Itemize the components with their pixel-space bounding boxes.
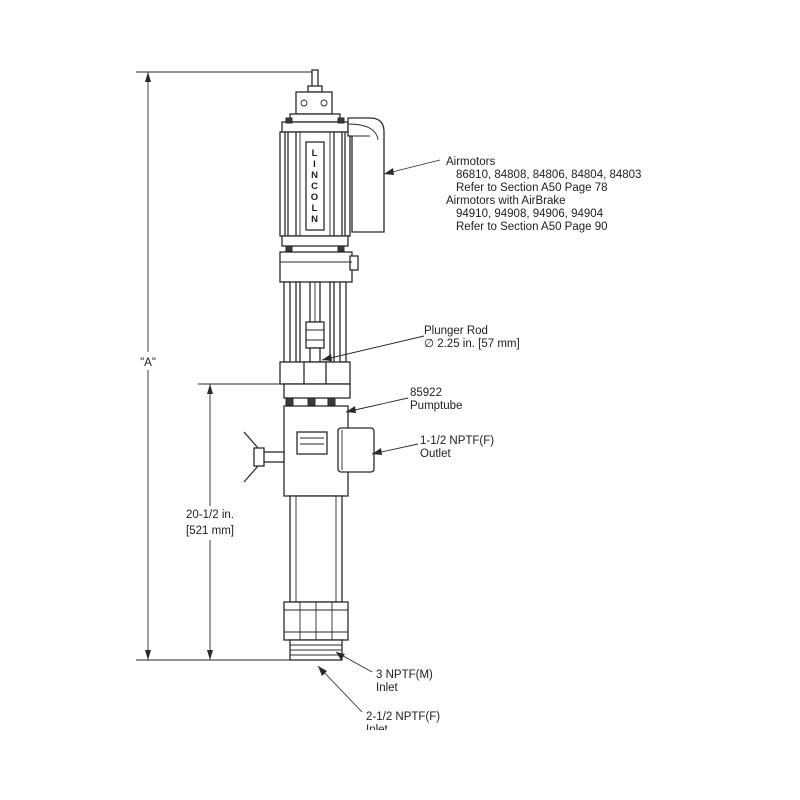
leader-lines bbox=[317, 159, 441, 713]
airmotors-reference: Refer to Section A50 Page 78 bbox=[456, 182, 608, 194]
brand-letter: O bbox=[311, 192, 319, 203]
callout-plunger-rod: Plunger Rod ∅ 2.25 in. [57 mm] bbox=[424, 325, 520, 350]
brand-letter: L bbox=[312, 203, 319, 214]
airbrake-reference: Refer to Section A50 Page 90 bbox=[456, 221, 608, 233]
dimension-a: "A" bbox=[128, 71, 312, 661]
brand-letter: C bbox=[311, 181, 319, 192]
airmotors-models: 86810, 84808, 84806, 84804, 84803 bbox=[456, 169, 641, 181]
plunger-rod-size: ∅ 2.25 in. [57 mm] bbox=[424, 338, 520, 350]
pump-tube bbox=[283, 495, 349, 661]
pumptube-dim-line1: 20-1/2 in. bbox=[186, 509, 234, 521]
airmotors-title: Airmotors bbox=[446, 156, 495, 168]
pumptube-dim-line2: [521 mm] bbox=[186, 525, 234, 537]
pump-outlet-body bbox=[243, 405, 375, 497]
outlet-size: 1-1/2 NPTF(F) bbox=[420, 435, 494, 447]
dimension-a-label: "A" bbox=[140, 357, 156, 369]
dimension-pumptube: 20-1/2 in. [521 mm] bbox=[176, 383, 284, 661]
brand-letter: N bbox=[311, 170, 319, 181]
callout-outlet: 1-1/2 NPTF(F) Outlet bbox=[420, 435, 494, 460]
callout-pumptube: 85922 Pumptube bbox=[410, 387, 462, 412]
inlet-male-size: 3 NPTF(M) bbox=[376, 669, 433, 681]
brand-letter: N bbox=[311, 214, 319, 225]
airbrake-title: Airmotors with AirBrake bbox=[446, 195, 566, 207]
outlet-title: Outlet bbox=[420, 448, 451, 460]
callout-inlet-male: 3 NPTF(M) Inlet bbox=[376, 669, 433, 694]
plunger-rod-title: Plunger Rod bbox=[424, 325, 488, 337]
yoke-assembly bbox=[279, 251, 359, 406]
inlet-female-size: 2-1/2 NPTF(F) bbox=[366, 711, 440, 723]
callout-airmotors: Airmotors 86810, 84808, 84806, 84804, 84… bbox=[446, 156, 641, 233]
pumptube-title: Pumptube bbox=[410, 400, 462, 412]
brand-letter: L bbox=[312, 148, 319, 159]
brand-letter: I bbox=[313, 159, 317, 170]
inlet-male-title: Inlet bbox=[376, 682, 399, 694]
airbrake-models: 94910, 94908, 94906, 94904 bbox=[456, 208, 604, 220]
pumptube-part: 85922 bbox=[410, 387, 442, 399]
